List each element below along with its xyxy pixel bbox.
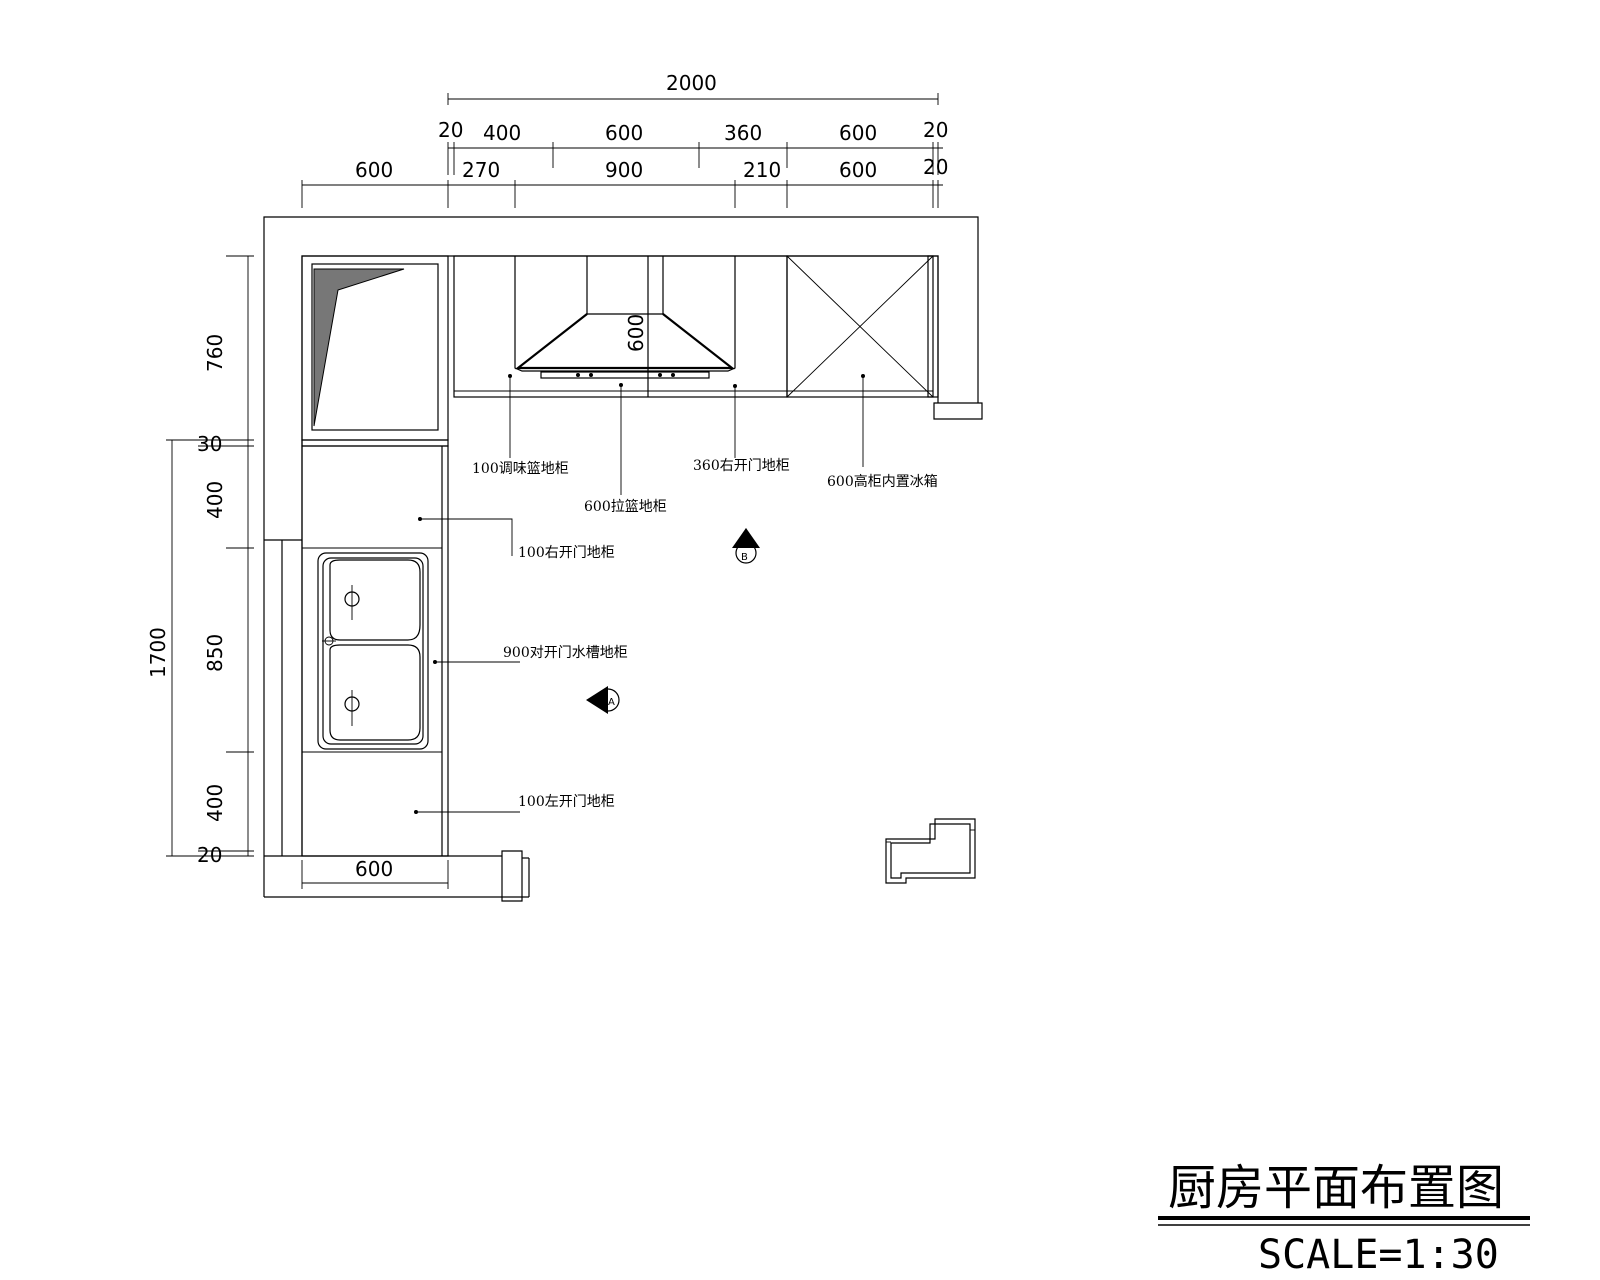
label-right-door-100: 100右开门地柜 [518,545,615,561]
corner-cabinet [301,255,449,447]
fridge-tall-cabinet [786,255,939,398]
dim-l-20: 20 [197,843,222,867]
label-right-door-360: 360右开门地柜 [693,458,790,474]
elevation-marker-b: B [732,528,760,564]
dim-r2-4: 210 [743,158,781,182]
label-sink-cabinet: 900对开门水槽地柜 [503,645,628,661]
dim-r2-2: 270 [462,158,500,182]
label-tall-fridge: 600高柜内置冰箱 [827,473,938,490]
dim-r2-6: 20 [923,155,948,179]
dim-overall: 2000 [666,71,717,95]
dim-bottom: 600 [355,857,393,881]
left-dimensions: 760 30 400 850 400 20 1700 [146,255,254,867]
dim-r1-6: 20 [923,118,948,142]
dim-hood: 600 [624,314,648,352]
dim-l-1700: 1700 [146,627,170,678]
leaders [414,374,865,814]
double-sink [317,552,429,750]
marker-a-label: A [608,697,615,708]
dim-r2-3: 900 [605,158,643,182]
title-block: 厨房平面布置图 SCALE=1:30 [1158,1160,1530,1278]
dim-r2-1: 600 [355,158,393,182]
dim-r1-5: 600 [839,121,877,145]
walls [263,216,983,902]
dim-r1-2: 400 [483,121,521,145]
corner-cabinet-hatch [313,268,405,427]
dim-r1-3: 600 [605,121,643,145]
dim-l-400a: 400 [203,481,227,519]
range-hood: 600 [514,256,736,379]
dim-r1-1: 20 [438,118,463,142]
bottom-dimension: 600 [301,857,449,889]
door-stop-fixture [885,818,976,884]
drawing-scale: SCALE=1:30 [1258,1232,1499,1278]
label-left-door-100: 100左开门地柜 [518,794,615,810]
dim-l-30: 30 [197,432,222,456]
elevation-marker-a: A [586,686,620,714]
dim-r2-5: 600 [839,158,877,182]
top-run-cabinets: 600 [453,255,939,398]
dim-l-400b: 400 [203,784,227,822]
left-run-cabinets [301,445,449,857]
label-spice-basket: 100调味篮地柜 [472,461,569,477]
drawing-title: 厨房平面布置图 [1168,1160,1504,1216]
label-pull-basket: 600拉篮地柜 [584,499,667,515]
dim-r1-4: 360 [724,121,762,145]
dim-l-760: 760 [203,334,227,372]
marker-b-label: B [741,552,748,563]
dim-l-850: 850 [203,634,227,672]
top-dimensions: 2000 20 400 600 360 600 20 600 270 900 2… [301,71,948,208]
